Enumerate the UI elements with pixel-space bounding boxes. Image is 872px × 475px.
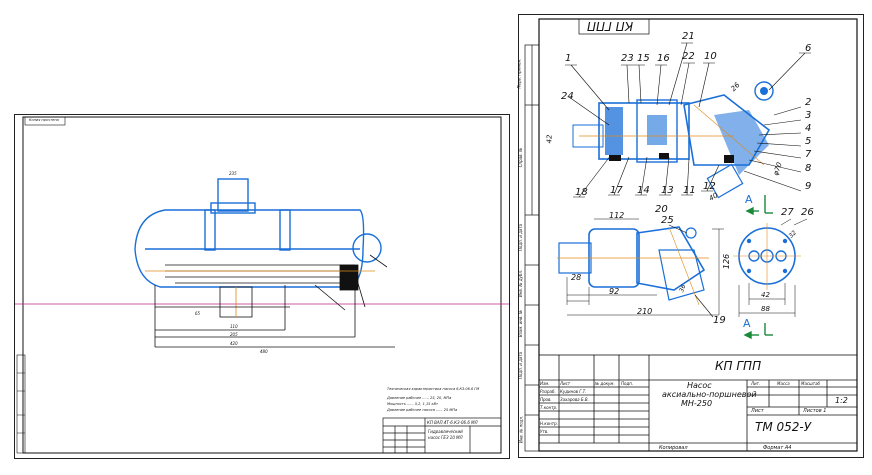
scale-value: 1:2 bbox=[835, 396, 848, 405]
pump-body-outline bbox=[134, 178, 382, 288]
left-drawing-canvas: 235 65 110 205 420 480 Техническая харак… bbox=[15, 116, 509, 454]
sheets-label: Листов 1 bbox=[803, 408, 827, 414]
left-name-line-1: Гидравлический bbox=[428, 429, 463, 434]
callout-number: 17 bbox=[610, 185, 623, 196]
callout-number: 7 bbox=[805, 149, 812, 160]
rotated-title: КП ГПП bbox=[587, 19, 634, 33]
section-letter-a-bottom: А bbox=[743, 317, 751, 330]
col-header: Масштаб bbox=[801, 381, 821, 386]
callout-number: 9 bbox=[805, 181, 812, 192]
note-line: Мощность ...... 5,2, 1,15 кВт bbox=[387, 402, 439, 406]
designation: ТМ 052-У bbox=[755, 420, 812, 434]
pump-section-view bbox=[572, 81, 774, 199]
title-code: КП ГПП bbox=[715, 359, 762, 373]
left-name-line-2: насос ГЕЗ 10 МЛ bbox=[428, 435, 463, 440]
dimension-label: 420 bbox=[230, 341, 238, 346]
left-title-block bbox=[382, 417, 502, 454]
note-line: Давление рабочее ...... 25, 20, МПа bbox=[386, 396, 451, 400]
dimension-label: 65 bbox=[195, 311, 201, 316]
row-date: Подп. bbox=[621, 381, 634, 386]
row-name: Лист bbox=[560, 381, 571, 386]
section-letter-a: А bbox=[745, 193, 753, 206]
dimension-label: 110 bbox=[230, 324, 238, 329]
callout-number: 18 bbox=[575, 187, 588, 198]
dimension-label: 126 bbox=[722, 253, 732, 270]
row-sign: № докум. bbox=[595, 381, 615, 386]
side-label: Перв. примен. bbox=[516, 58, 522, 89]
title-name-2: аксиально-поршневой bbox=[662, 390, 757, 399]
callout-number: 24 bbox=[561, 91, 574, 102]
dimension-label: 480 bbox=[260, 349, 268, 354]
callout-number: 3 bbox=[805, 110, 812, 121]
left-drawing-sheet: 235 65 110 205 420 480 Техническая харак… bbox=[14, 114, 510, 459]
dimension-label: 42 bbox=[761, 291, 770, 299]
callout-number: 27 bbox=[781, 207, 794, 218]
row-role: Утв. bbox=[540, 429, 549, 434]
footer-format: Формат А4 bbox=[763, 445, 792, 451]
callout-number: 23 bbox=[621, 53, 634, 64]
dimension-label: 235 bbox=[229, 171, 237, 176]
row-role: Разраб. bbox=[540, 389, 556, 394]
dimension-label: 112 bbox=[609, 211, 625, 220]
right-title-block bbox=[538, 354, 858, 452]
callout-number: 15 bbox=[637, 53, 650, 64]
callout-number: 20 bbox=[655, 204, 668, 215]
side-label: Инв. № дубл. bbox=[518, 269, 524, 298]
side-label: Подп. и дата bbox=[518, 351, 524, 380]
callout-number: 14 bbox=[637, 185, 650, 196]
callout-number: 6 bbox=[805, 43, 812, 54]
row-role: Т.контр. bbox=[540, 405, 558, 410]
callout-number: 11 bbox=[683, 185, 696, 196]
dimension-label: 205 bbox=[230, 332, 238, 337]
row-name: Захарова Б.В. bbox=[560, 397, 589, 402]
row-role: Пров. bbox=[540, 397, 552, 402]
callout-number: 5 bbox=[805, 136, 812, 147]
title-name-3: МН-250 bbox=[681, 399, 713, 408]
callout-number: 19 bbox=[713, 315, 726, 326]
col-header: Масса bbox=[777, 381, 790, 386]
row-role: Н.контр. bbox=[540, 421, 558, 426]
callout-number: 10 bbox=[704, 51, 717, 62]
right-drawing-sheet: КП ГПП Перв. примен. Справ. № Подп. и да… bbox=[516, 14, 864, 458]
side-label: Подп. и дата bbox=[518, 223, 524, 252]
note-line: Давление рабочее насоса ...... 25 МПа bbox=[386, 408, 457, 412]
title-name-1: Насос bbox=[687, 381, 712, 390]
dimension-label: 210 bbox=[637, 307, 653, 316]
side-strip bbox=[524, 44, 540, 452]
note-line: Техническая характеристика насоса 6.КЗ.0… bbox=[387, 387, 479, 391]
dimension-label: 28 bbox=[571, 273, 582, 282]
side-label: Инв. № подл. bbox=[518, 415, 524, 444]
callout-number: 12 bbox=[703, 181, 716, 192]
section-view-a bbox=[733, 218, 808, 317]
callout-number: 13 bbox=[661, 185, 674, 196]
dimension-label: 92 bbox=[609, 287, 620, 296]
right-drawing-canvas bbox=[524, 18, 858, 452]
callout-number: 4 bbox=[805, 123, 812, 134]
side-label: Справ. № bbox=[518, 147, 524, 168]
pump-internals bbox=[154, 254, 395, 348]
dimension-label: 42 bbox=[545, 134, 554, 144]
row-name: Кудинов Г.Т. bbox=[560, 389, 587, 394]
col-header: Лит. bbox=[751, 381, 761, 386]
dimension-label: 88 bbox=[761, 305, 770, 313]
callout-number: 22 bbox=[682, 51, 695, 62]
left-designation: КП ВАП.4Т-6.КЗ-06.6 МЛ bbox=[427, 420, 478, 425]
pump-exterior-view bbox=[557, 218, 724, 318]
sheet-label: Лист bbox=[751, 408, 764, 414]
callout-number: 1 bbox=[565, 53, 572, 64]
side-label: Взам. инв. № bbox=[518, 309, 524, 338]
row-role: Изм. bbox=[540, 381, 550, 386]
left-stamp: Копия прочтена bbox=[29, 118, 59, 122]
callout-number: 21 bbox=[682, 31, 695, 42]
footer-copied: Копировал bbox=[659, 445, 688, 451]
callout-number: 8 bbox=[805, 163, 812, 174]
callout-number: 26 bbox=[801, 207, 814, 218]
callout-number: 2 bbox=[805, 97, 812, 108]
callout-number: 16 bbox=[657, 53, 670, 64]
callout-number: 25 bbox=[661, 215, 674, 226]
